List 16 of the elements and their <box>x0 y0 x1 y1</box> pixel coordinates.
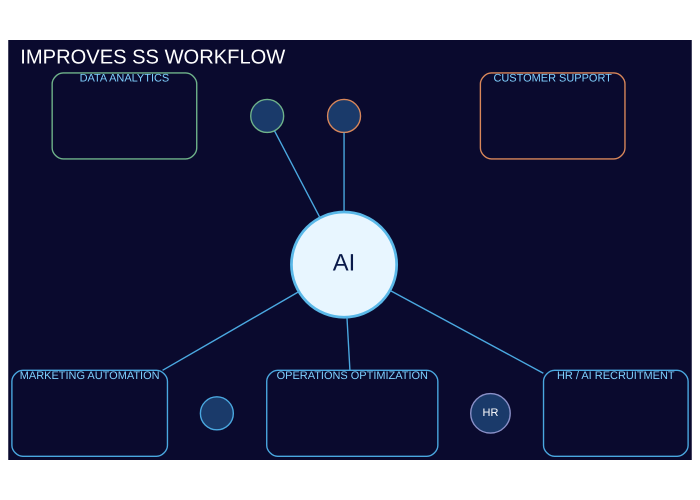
node-circle: AI <box>290 210 398 319</box>
node-circle: HR <box>470 392 511 434</box>
connector <box>390 290 544 374</box>
node-circle <box>200 396 234 430</box>
connector <box>162 291 300 371</box>
connector <box>274 130 321 218</box>
node-circle <box>326 98 362 134</box>
connector <box>343 132 345 212</box>
node-circle <box>250 98 284 134</box>
node-box: CUSTOMER SUPPORT <box>480 72 626 160</box>
node-box: MARKETING AUTOMATION <box>11 370 168 458</box>
node-box: OPERATIONS OPTIMIZATION <box>266 370 439 458</box>
node-box: HR / AI RECRUITMENT <box>542 370 689 458</box>
node-box: DATA ANALYTICS <box>51 72 198 160</box>
connector <box>346 317 351 370</box>
diagram-title: IMPROVES SS WORKFLOW <box>20 46 286 68</box>
